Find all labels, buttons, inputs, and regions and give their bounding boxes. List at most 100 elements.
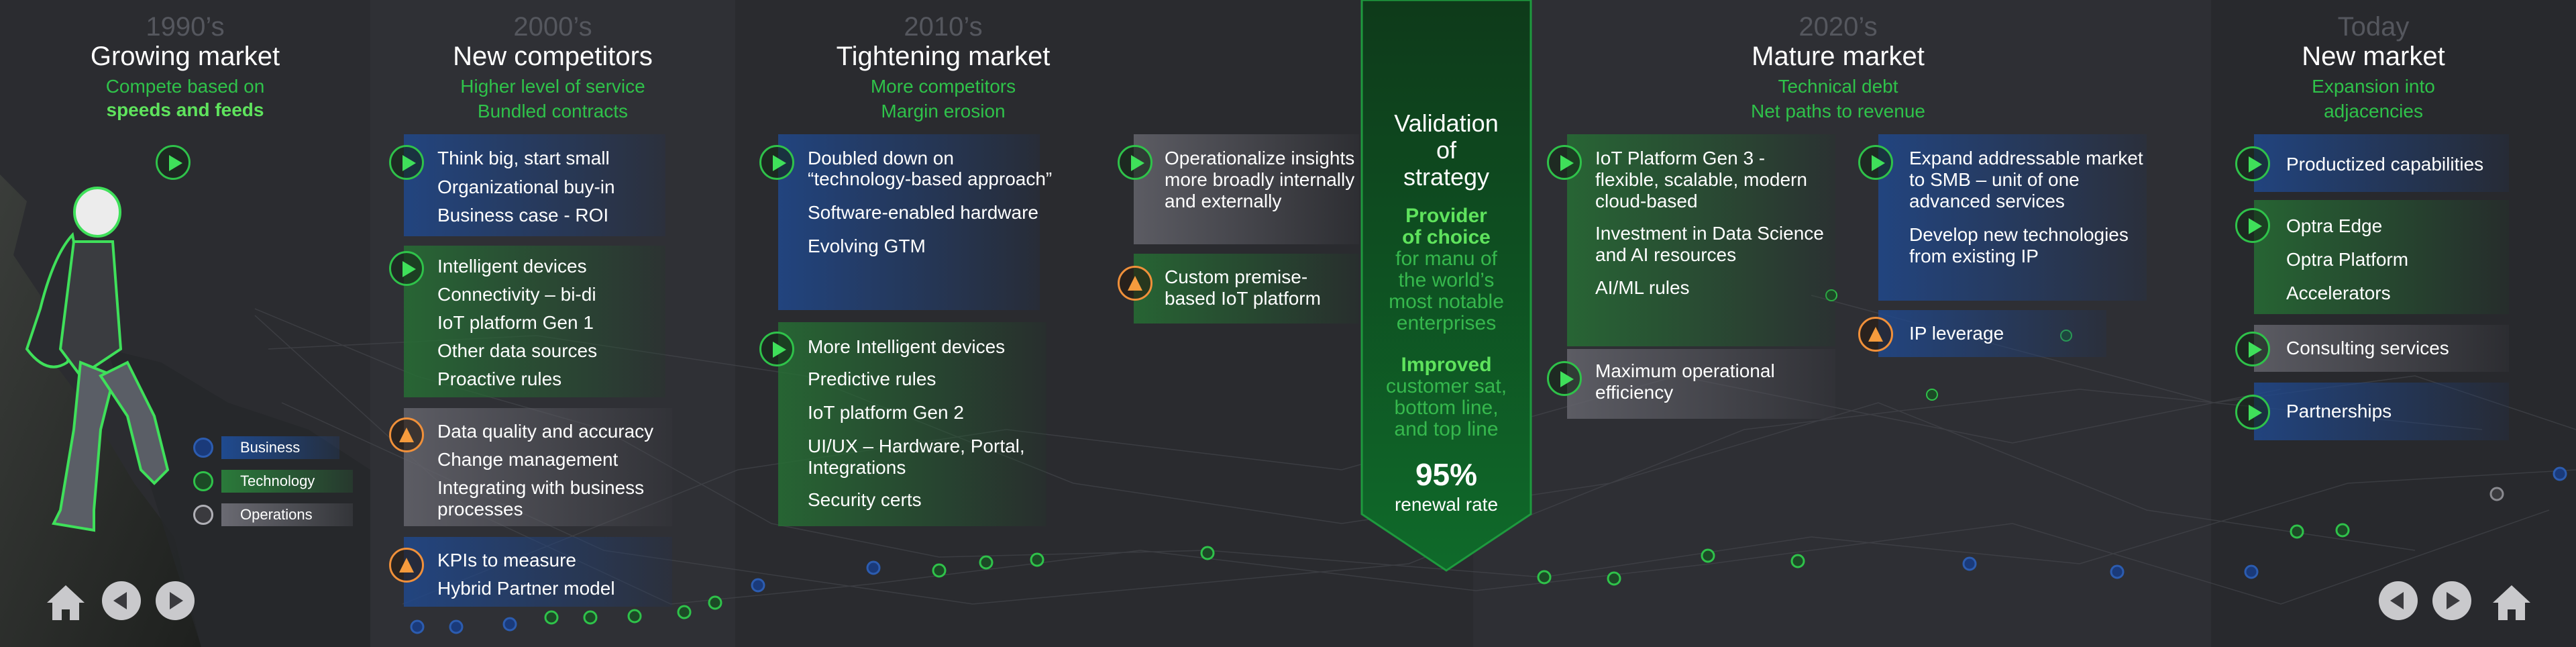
panel-2020-operations [1567, 349, 1835, 419]
play-icon[interactable] [759, 332, 794, 366]
panel-line: Integrations [808, 457, 906, 478]
play-icon[interactable] [1547, 361, 1582, 396]
era-today-header: Today New market Expansion into adjacenc… [2191, 12, 2556, 123]
panel-line: processes [437, 499, 523, 519]
era-subtitle-bold: speeds and feeds [106, 99, 264, 120]
renewal-label: renewal rate [1394, 494, 1499, 515]
previous-button-left[interactable] [102, 581, 141, 620]
warning-icon[interactable] [389, 548, 424, 583]
era-year: 2020’s [1799, 12, 1878, 42]
panel-line: Connectivity – bi-di [437, 284, 596, 305]
panel-line: Software-enabled hardware [808, 202, 1038, 223]
validation-title-line: strategy [1403, 163, 1490, 191]
panel-line: and externally [1165, 191, 1282, 211]
validation-title-line: of [1436, 136, 1457, 164]
panel-line: Evolving GTM [808, 236, 926, 256]
panel-2010-technology-2 [1134, 254, 1359, 324]
panel-line: Accelerators [2286, 283, 2391, 303]
panel-line: based IoT platform [1165, 288, 1321, 309]
panel-2010-operations [1134, 134, 1359, 244]
panel-line: Business case - ROI [437, 205, 609, 226]
home-icon-right[interactable] [2491, 583, 2532, 623]
validation-title-line: Validation [1394, 109, 1499, 137]
panel-line: Custom premise- [1165, 266, 1308, 287]
panel-line: Integrating with business [437, 477, 645, 498]
era-2020s: 2020’s Mature market Technical debt Net … [1543, 0, 2133, 647]
era-subtitle: Technical debt [1778, 76, 1898, 97]
panel-line: Expand addressable market [1909, 148, 2143, 168]
era-year: Today [2337, 12, 2410, 42]
panel-line: More Intelligent devices [808, 336, 1006, 357]
validation-of-strategy: Validation of strategy Provider of choic… [1362, 0, 1531, 570]
panel-line: KPIs to measure [437, 550, 576, 570]
panel-line: IP leverage [1909, 323, 2004, 344]
panel-line: Optra Platform [2286, 249, 2409, 270]
panel-today-business-2 [2254, 383, 2509, 440]
era-name: New competitors [453, 42, 653, 71]
panel-line: Change management [437, 449, 619, 470]
play-icon[interactable] [1858, 145, 1893, 180]
play-icon[interactable] [389, 145, 424, 180]
validation-detail: bottom line, [1394, 397, 1499, 419]
play-icon[interactable] [2235, 332, 2270, 366]
panel-today-technology [2254, 200, 2509, 314]
panel-line: Productized capabilities [2286, 154, 2484, 175]
era-subtitle: Compete based on [105, 76, 265, 97]
warning-icon[interactable] [1118, 266, 1152, 301]
panel-2010-business [778, 134, 1040, 310]
panel-line: Security certs [808, 489, 922, 510]
panel-line: IoT platform Gen 2 [808, 402, 964, 423]
era-2010s-header: 2010’s Tightening market More competitor… [735, 12, 1151, 123]
panel-line: Think big, start small [437, 148, 610, 168]
panel-line: Investment in Data Science [1595, 223, 1824, 244]
panel-line: to SMB – unit of one [1909, 169, 2080, 190]
previous-button-right[interactable] [2379, 581, 2418, 620]
validation-highlight: Provider [1405, 205, 1487, 227]
warning-icon[interactable] [1858, 317, 1893, 352]
era-name: New market [2302, 42, 2445, 71]
play-icon[interactable] [2235, 146, 2270, 181]
play-icon[interactable] [2235, 395, 2270, 430]
climber-illustration [0, 175, 370, 647]
panel-2000-operations [404, 408, 672, 526]
panel-2010-technology [778, 322, 1046, 526]
next-button-right[interactable] [2432, 581, 2471, 620]
validation-detail: enterprises [1396, 312, 1497, 334]
legend-business-label: Business [221, 436, 339, 459]
era-2000s-header: 2000’s New competitors Higher level of s… [370, 12, 735, 123]
panel-line: Doubled down on [808, 148, 954, 168]
next-button-left[interactable] [156, 581, 195, 620]
validation-detail: customer sat, [1385, 375, 1507, 397]
era-name: Mature market [1752, 42, 1925, 71]
legend-operations-dot [193, 505, 213, 525]
validation-arrow-shape [1360, 0, 1532, 572]
play-icon[interactable] [759, 145, 794, 180]
panel-line: efficiency [1595, 382, 1674, 403]
era-subtitle: Higher level of service [460, 76, 645, 97]
column-today [2211, 0, 2576, 647]
panel-line: “technology-based approach” [808, 168, 1053, 189]
warning-icon[interactable] [389, 417, 424, 452]
play-icon[interactable] [156, 145, 191, 180]
panel-line: Predictive rules [808, 368, 936, 389]
panel-line: Intelligent devices [437, 256, 587, 277]
panel-today-operations [2254, 325, 2509, 372]
play-icon[interactable] [2235, 208, 2270, 243]
play-icon[interactable] [1547, 145, 1582, 180]
era-subtitle: Net paths to revenue [1751, 101, 1925, 121]
panel-line: Consulting services [2286, 338, 2449, 358]
panel-line: UI/UX – Hardware, Portal, [808, 436, 1025, 456]
play-icon[interactable] [1118, 145, 1152, 180]
home-icon-left[interactable] [46, 583, 86, 623]
validation-detail: the world’s [1398, 269, 1495, 291]
play-icon[interactable] [389, 251, 424, 286]
legend-business-dot [193, 438, 213, 458]
panel-line: Hybrid Partner model [437, 578, 615, 599]
panel-line: Operationalize insights [1165, 148, 1355, 168]
panel-line: Develop new technologies [1909, 224, 2129, 245]
era-today: Today New market Expansion into adjacenc… [2211, 0, 2576, 647]
era-subtitle: More competitors [870, 76, 1016, 97]
panel-line: advanced services [1909, 191, 2065, 211]
panel-line: IoT Platform Gen 3 - [1595, 148, 1766, 168]
